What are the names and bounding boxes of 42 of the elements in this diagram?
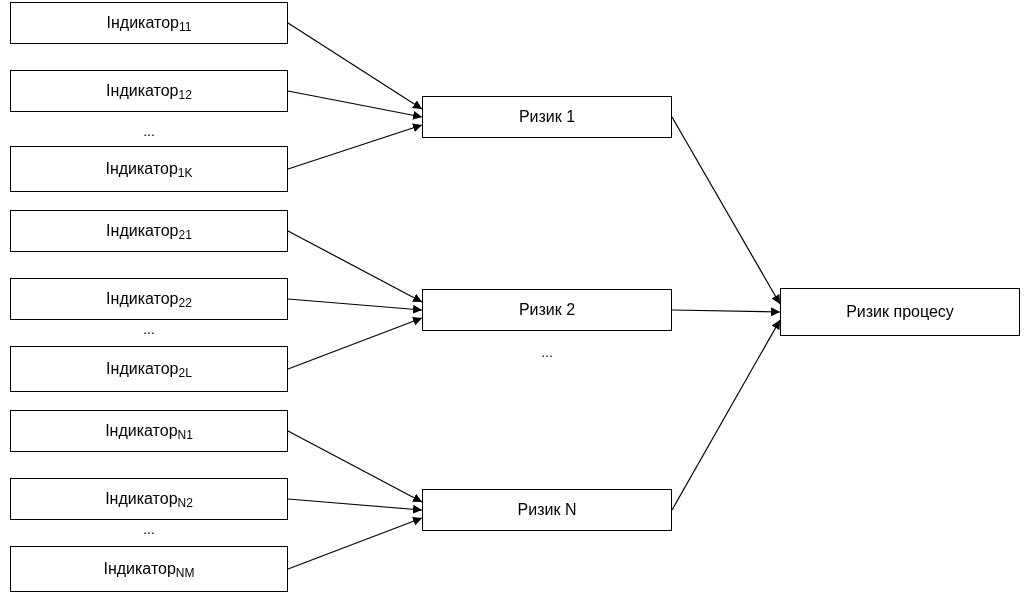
arrow (671, 319, 781, 511)
box-label: Індикатор$_{2L}$ (106, 359, 192, 379)
arrow (287, 22, 423, 110)
process-box (422, 289, 672, 331)
process-box (10, 2, 288, 44)
arrow (287, 498, 423, 514)
process-box (10, 546, 288, 592)
process-box (10, 278, 288, 320)
box-label: Ризик процесу (846, 302, 954, 322)
process-box (10, 210, 288, 252)
box-label: Індикатор$_{N1}$ (105, 421, 193, 441)
arrow (287, 298, 423, 314)
process-box (10, 346, 288, 392)
box-label: Ризик N (517, 500, 577, 520)
arrow (287, 430, 423, 503)
ellipsis-label: ... (143, 124, 155, 138)
arrow (287, 123, 423, 170)
box-label: Індикатор$_{21}$ (106, 221, 192, 241)
box-label: Індикатор$_{12}$ (106, 81, 192, 101)
process-box (10, 410, 288, 452)
ellipsis-label: ... (143, 322, 155, 336)
arrow (287, 317, 423, 370)
arrow (287, 517, 423, 570)
box-label: Індикатор$_{N2}$ (105, 489, 193, 509)
box-label: Індикатор$_{22}$ (106, 289, 192, 309)
process-box (780, 288, 1020, 336)
box-label: Ризик 1 (518, 107, 576, 127)
box-label: Ризик 2 (518, 300, 576, 320)
arrow (287, 90, 423, 120)
box-label: Індикатор$_{1K}$ (105, 159, 193, 179)
process-box (10, 478, 288, 520)
process-box (10, 146, 288, 192)
ellipsis-label: ... (541, 345, 553, 359)
arrow (671, 116, 781, 305)
process-box (10, 70, 288, 112)
ellipsis-label: ... (143, 522, 155, 536)
process-box (422, 489, 672, 531)
arrow (287, 230, 423, 303)
arrow (671, 307, 781, 317)
process-box (422, 96, 672, 138)
box-label: Індикатор$_{NM}$ (103, 559, 195, 579)
box-label: Індикатор$_{11}$ (106, 13, 192, 33)
